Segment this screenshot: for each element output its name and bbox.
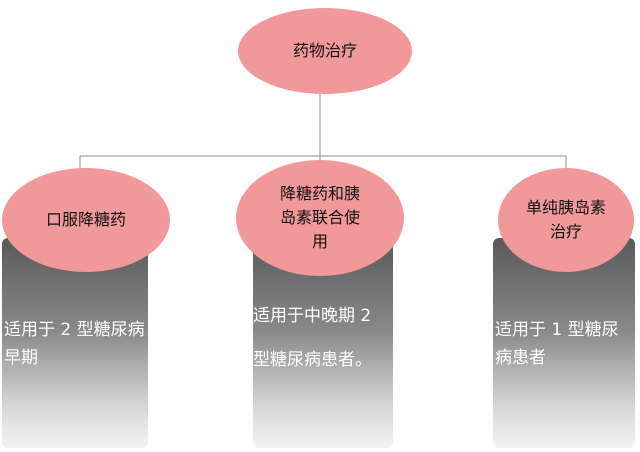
root-label: 药物治疗 bbox=[292, 41, 357, 60]
branch-node-1: 口服降糖药 bbox=[2, 168, 170, 272]
branch-2-label: 降糖药和胰岛素联合使用 bbox=[279, 184, 360, 251]
branch-1-label: 口服降糖药 bbox=[45, 210, 126, 229]
branch-3-label: 单纯胰岛素治疗 bbox=[526, 198, 607, 241]
branch-3-description: 适用于 1 型糖尿病患者 bbox=[495, 320, 619, 368]
branch-card-1: 适用于 2 型糖尿病早期 bbox=[2, 238, 148, 448]
root-node: 药物治疗 bbox=[238, 8, 412, 94]
branch-node-3: 单纯胰岛素治疗 bbox=[498, 168, 634, 272]
branch-card-3: 适用于 1 型糖尿病患者 bbox=[493, 238, 635, 448]
branch-node-2: 降糖药和胰岛素联合使用 bbox=[236, 160, 404, 276]
branch-2-description: 适用于中晚期 2 型糖尿病患者。 bbox=[253, 306, 372, 370]
branch-1-description: 适用于 2 型糖尿病早期 bbox=[4, 320, 145, 368]
